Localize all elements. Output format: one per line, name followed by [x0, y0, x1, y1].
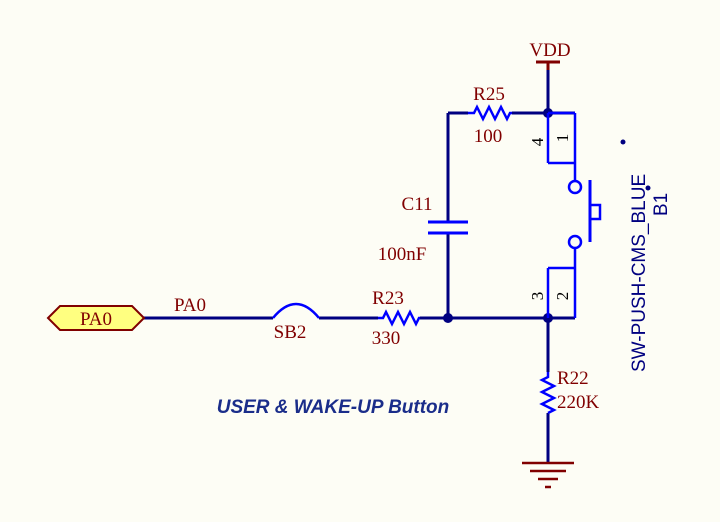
capacitor-c11: C11 100nF [378, 194, 468, 265]
resistor-r22: R22 220K [539, 368, 600, 415]
diagram-caption: USER & WAKE-UP Button [217, 397, 450, 418]
r23-ref-label: R23 [372, 288, 404, 309]
pin-3-label: 3 [528, 292, 547, 301]
pin1-marker-dot [620, 139, 626, 145]
resistor-r23: R23 330 [372, 288, 421, 349]
resistor-r25: R25 100 [468, 84, 512, 147]
junction-c11-node [443, 313, 453, 323]
r22-value-label: 220K [557, 392, 600, 413]
vdd-label: VDD [529, 40, 570, 61]
port-pa0[interactable]: PA0 [46, 305, 146, 331]
pin-4-label: 4 [528, 137, 547, 146]
r22-ref-label: R22 [557, 368, 589, 389]
c11-ref-label: C11 [402, 194, 433, 215]
r25-value-label: 100 [474, 126, 503, 147]
pushbutton-b1[interactable]: 4 1 3 2 SW-PUSH-CMS_BLUE B1 [528, 111, 672, 372]
pin-1-label: 1 [553, 134, 572, 143]
sb2-ref-label: SB2 [274, 322, 307, 343]
r25-ref-label: R25 [473, 84, 505, 105]
pa0-net-label: PA0 [174, 295, 206, 316]
switch-part-label: SW-PUSH-CMS_BLUE [629, 174, 650, 372]
vdd-power-symbol: VDD [529, 40, 571, 70]
pin-2-label: 2 [553, 292, 572, 301]
switch-ref-label: B1 [651, 193, 672, 216]
solder-bridge-sb2: SB2 [272, 302, 320, 343]
ground-icon [522, 461, 574, 489]
c11-value-label: 100nF [378, 244, 427, 265]
r23-value-label: 330 [372, 328, 401, 349]
ref-marker-dot [645, 185, 651, 191]
pa0-port-label: PA0 [80, 309, 112, 330]
